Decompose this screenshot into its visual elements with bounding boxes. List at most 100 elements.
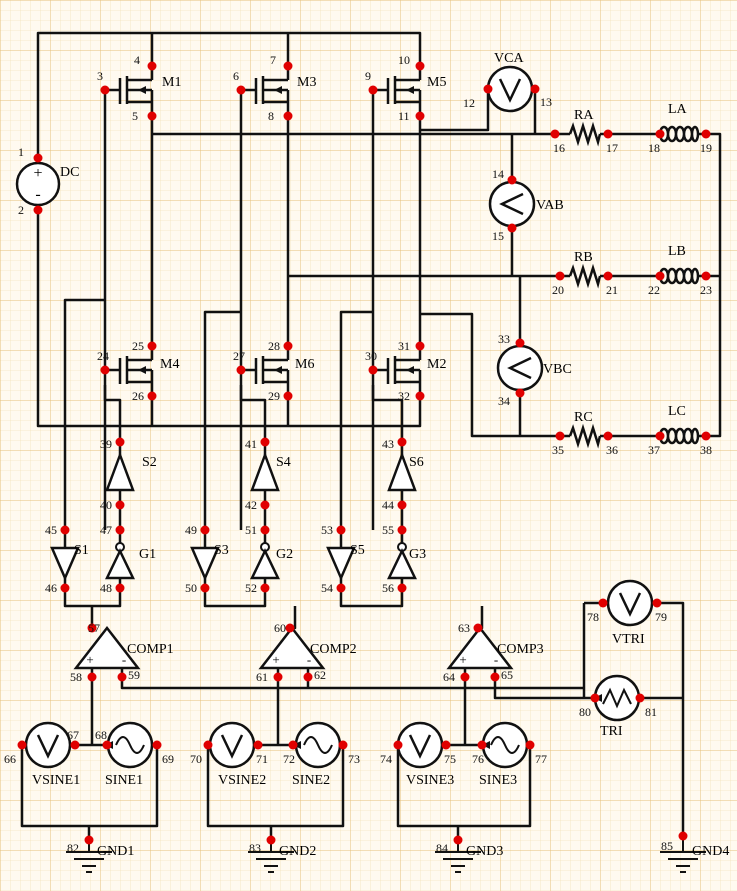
node-label-61: 61 <box>256 670 268 684</box>
voltmeter-vab <box>488 180 536 228</box>
node-dot-61 <box>273 672 283 682</box>
node-label-84: 84 <box>436 841 448 855</box>
node-label-2: 2 <box>18 203 24 217</box>
sine-source-sine3 <box>481 721 529 769</box>
node-dot-65 <box>490 672 500 682</box>
node-dot-17 <box>603 129 613 139</box>
node-label-39: 39 <box>100 437 112 451</box>
node-dot-34 <box>515 388 525 398</box>
node-label-17: 17 <box>606 141 618 155</box>
tri-label: TRI <box>600 724 623 739</box>
node-dot-54 <box>336 583 346 593</box>
node-label-74: 74 <box>380 752 392 766</box>
node-dot-69 <box>152 740 162 750</box>
node-label-4: 4 <box>134 53 140 67</box>
lb-label: LB <box>668 244 686 259</box>
node-label-81: 81 <box>645 705 657 719</box>
ra-label: RA <box>574 108 594 123</box>
node-dot-72 <box>288 740 298 750</box>
node-dot-14 <box>507 175 517 185</box>
comp1-plus: + <box>86 652 93 667</box>
node-dot-71 <box>253 740 263 750</box>
node-label-26: 26 <box>132 389 144 403</box>
node-label-28: 28 <box>268 339 280 353</box>
node-label-44: 44 <box>382 498 394 512</box>
node-dot-26 <box>147 391 157 401</box>
node-dot-13 <box>530 84 540 94</box>
node-label-9: 9 <box>365 69 371 83</box>
node-dot-52 <box>260 583 270 593</box>
node-label-67: 67 <box>67 728 79 742</box>
node-label-40: 40 <box>100 498 112 512</box>
node-dot-37 <box>655 431 665 441</box>
node-label-71: 71 <box>256 752 268 766</box>
node-label-85: 85 <box>661 839 673 853</box>
node-dot-32 <box>415 391 425 401</box>
node-dot-5 <box>147 111 157 121</box>
node-label-65: 65 <box>501 668 513 682</box>
node-dot-45 <box>60 525 70 535</box>
node-label-10: 10 <box>398 53 410 67</box>
node-label-73: 73 <box>348 752 360 766</box>
node-label-57: 57 <box>88 621 100 635</box>
s6-label: S6 <box>409 455 424 470</box>
node-dot-58 <box>87 672 97 682</box>
comp3-minus: - <box>494 652 498 667</box>
sine-source-sine2 <box>293 721 342 769</box>
node-dot-57 <box>87 623 97 633</box>
node-dot-6 <box>236 85 246 95</box>
node-dot-46 <box>60 583 70 593</box>
mosfet-m3 <box>241 66 290 116</box>
node-dot-19 <box>701 129 711 139</box>
node-dot-70 <box>203 740 213 750</box>
comp1-minus: - <box>122 652 126 667</box>
s4-label: S4 <box>276 455 291 470</box>
node-dot-12 <box>483 84 493 94</box>
node-dot-4 <box>147 61 157 71</box>
node-label-16: 16 <box>553 141 565 155</box>
ground-gnd4 <box>660 836 706 873</box>
gnd3-label: GND3 <box>466 844 503 859</box>
node-label-51: 51 <box>245 523 257 537</box>
node-dot-11 <box>415 111 425 121</box>
gnd4-label: GND4 <box>692 844 729 859</box>
node-label-12: 12 <box>463 96 475 110</box>
voltmeter-vsine3 <box>396 721 444 769</box>
g3-label: G3 <box>409 547 426 562</box>
node-dot-62 <box>303 672 313 682</box>
node-label-14: 14 <box>492 167 504 181</box>
dc-source: + - DC <box>15 161 79 207</box>
node-dot-74 <box>393 740 403 750</box>
node-dot-10 <box>415 61 425 71</box>
node-dot-63 <box>473 623 483 633</box>
node-dot-79 <box>652 598 662 608</box>
node-label-1: 1 <box>18 145 24 159</box>
node-label-32: 32 <box>398 389 410 403</box>
node-label-36: 36 <box>606 443 618 457</box>
node-label-31: 31 <box>398 339 410 353</box>
g1-label: G1 <box>139 547 156 562</box>
node-label-22: 22 <box>648 283 660 297</box>
dc-minus-symbol: - <box>35 186 40 203</box>
node-dot-76 <box>477 740 487 750</box>
node-label-47: 47 <box>100 523 112 537</box>
node-label-15: 15 <box>492 229 504 243</box>
node-dot-42 <box>260 500 270 510</box>
mosfet-m2 <box>373 346 422 396</box>
node-label-75: 75 <box>444 752 456 766</box>
node-dot-82 <box>84 835 94 845</box>
la-label: LA <box>668 102 688 117</box>
node-dot-29 <box>283 391 293 401</box>
mosfet-m1 <box>112 66 154 116</box>
vca-label: VCA <box>494 51 524 66</box>
node-label-8: 8 <box>268 109 274 123</box>
node-dot-18 <box>655 129 665 139</box>
node-label-6: 6 <box>233 69 239 83</box>
node-dot-8 <box>283 111 293 121</box>
node-label-58: 58 <box>70 670 82 684</box>
comp2-minus: - <box>307 652 311 667</box>
node-label-30: 30 <box>365 349 377 363</box>
node-label-37: 37 <box>648 443 660 457</box>
node-dot-9 <box>368 85 378 95</box>
node-dot-21 <box>603 271 613 281</box>
